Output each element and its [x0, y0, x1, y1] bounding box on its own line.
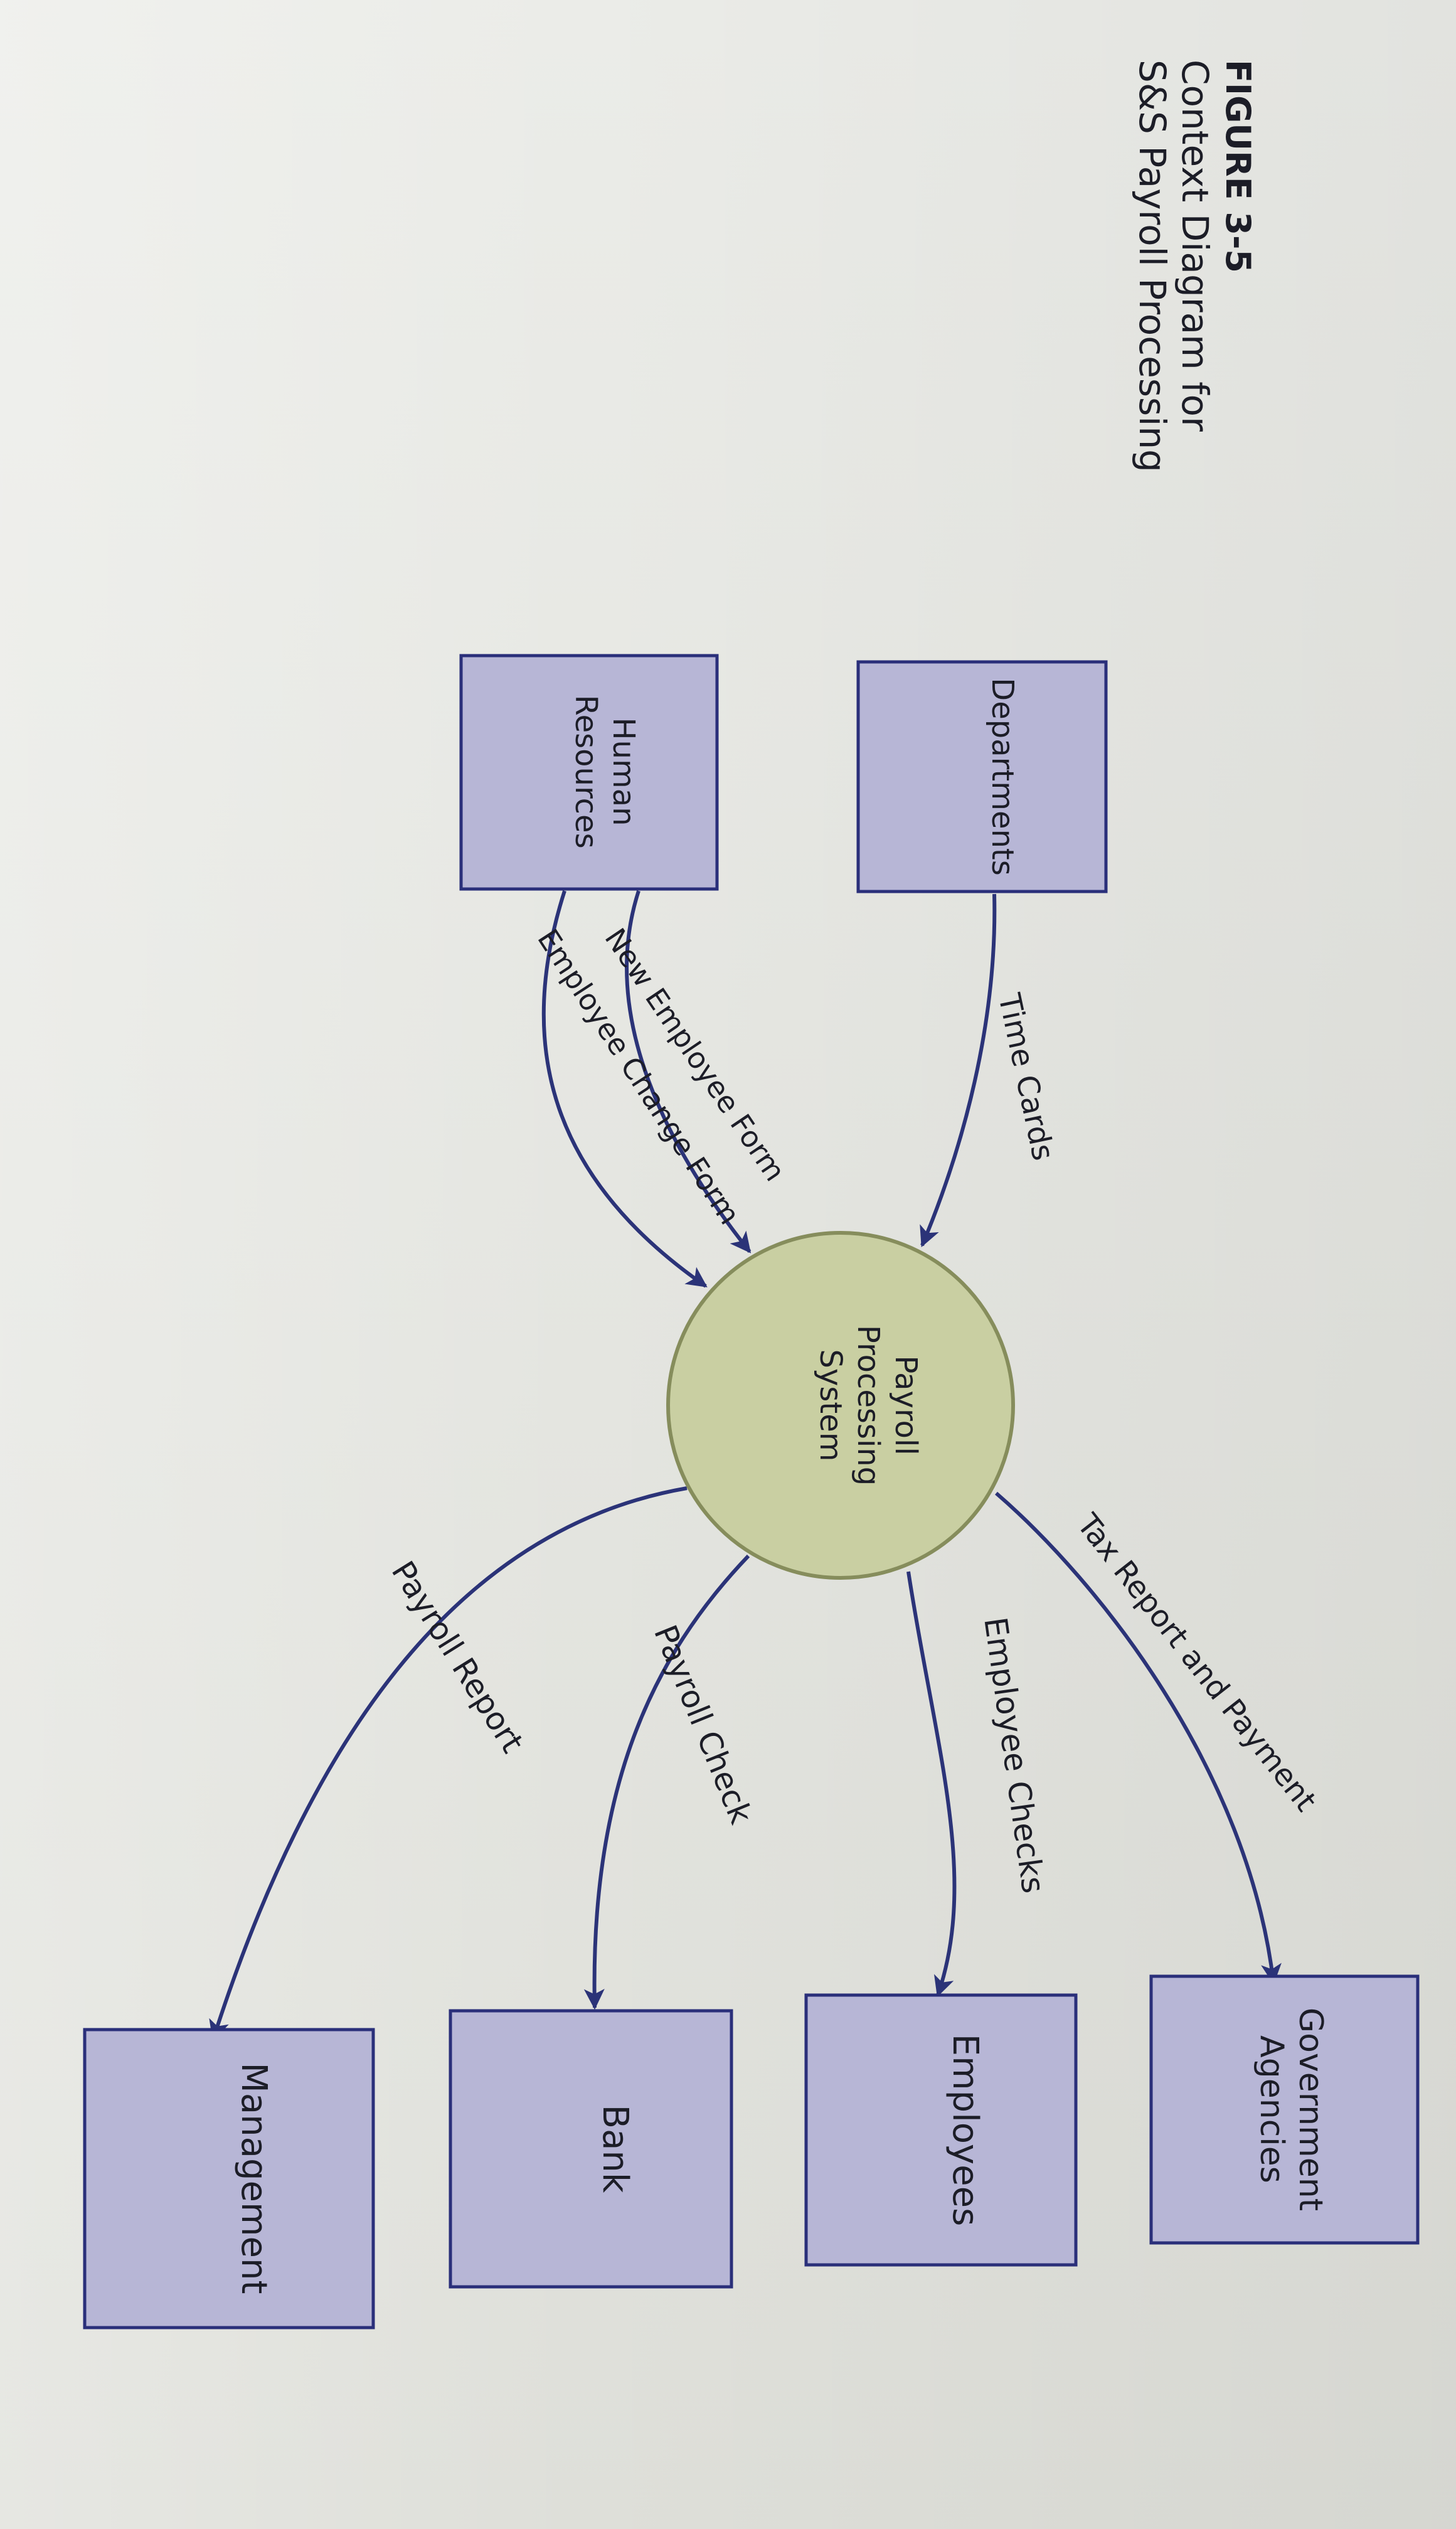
flow-time-cards	[920, 893, 997, 1248]
entity-bank: Bank	[449, 2009, 733, 2289]
entity-management: Management	[83, 2028, 375, 2329]
flow-label-employee-checks: Employee Checks	[977, 1615, 1051, 1895]
entity-border	[449, 2009, 733, 2289]
entity-box	[450, 2011, 731, 2287]
process-label-line-2: Processing	[851, 1325, 886, 1486]
flow-tax-report-payment	[995, 1491, 1282, 1985]
entity-employees: Employees	[804, 1993, 1078, 2267]
entity-human-resources: Human Resources	[459, 654, 719, 891]
flow-payroll-report	[209, 1486, 688, 2042]
entity-border	[856, 660, 1108, 893]
flow-new-employee-form	[625, 890, 752, 1254]
entity-box	[806, 1995, 1076, 2265]
process-circle	[668, 1233, 1013, 1578]
flow-label-tax-report-payment: Tax Report and Payment	[1070, 1507, 1324, 1818]
figure-caption: FIGURE 3-5 Context Diagram for S&S Payro…	[1131, 60, 1258, 472]
entity-box	[858, 662, 1106, 892]
entity-label-line-1: Government	[1292, 2008, 1329, 2211]
process-label-line-3: System	[813, 1350, 848, 1462]
flow-label-time-cards: Time Cards	[991, 990, 1061, 1164]
entity-label-line-2: Agencies	[1253, 2035, 1290, 2183]
entity-box	[461, 656, 717, 889]
process-label-line-1: Payroll	[888, 1355, 923, 1455]
flow-employee-change-form	[541, 890, 708, 1288]
entity-label: Employees	[945, 2034, 986, 2227]
entity-border	[804, 1993, 1078, 2267]
flow-employee-checks	[906, 1571, 957, 1998]
entity-border	[83, 2028, 375, 2329]
figure-title-line-1: Context Diagram for	[1174, 60, 1216, 432]
entity-box	[1151, 1976, 1418, 2243]
flow-label-payroll-check: Payroll Check	[647, 1620, 760, 1829]
process-payroll-processing-system: Payroll Processing System	[666, 1231, 1015, 1580]
process-circle-border	[666, 1231, 1015, 1580]
entity-government-agencies: Government Agencies	[1149, 1974, 1420, 2245]
figure-title-line-2: S&S Payroll Processing	[1131, 60, 1174, 472]
flow-payroll-check	[583, 1554, 750, 2010]
figure-label: FIGURE 3-5	[1218, 60, 1258, 273]
entity-border	[459, 654, 719, 891]
entity-box	[85, 2030, 373, 2328]
entity-border	[1149, 1974, 1420, 2245]
entity-label-line-1: Human	[606, 717, 641, 826]
entity-label: Departments	[985, 678, 1020, 875]
entity-label: Management	[233, 2063, 274, 2294]
entity-departments: Departments	[856, 660, 1108, 893]
entity-label: Bank	[595, 2105, 635, 2193]
entity-label-line-2: Resources	[568, 695, 603, 848]
